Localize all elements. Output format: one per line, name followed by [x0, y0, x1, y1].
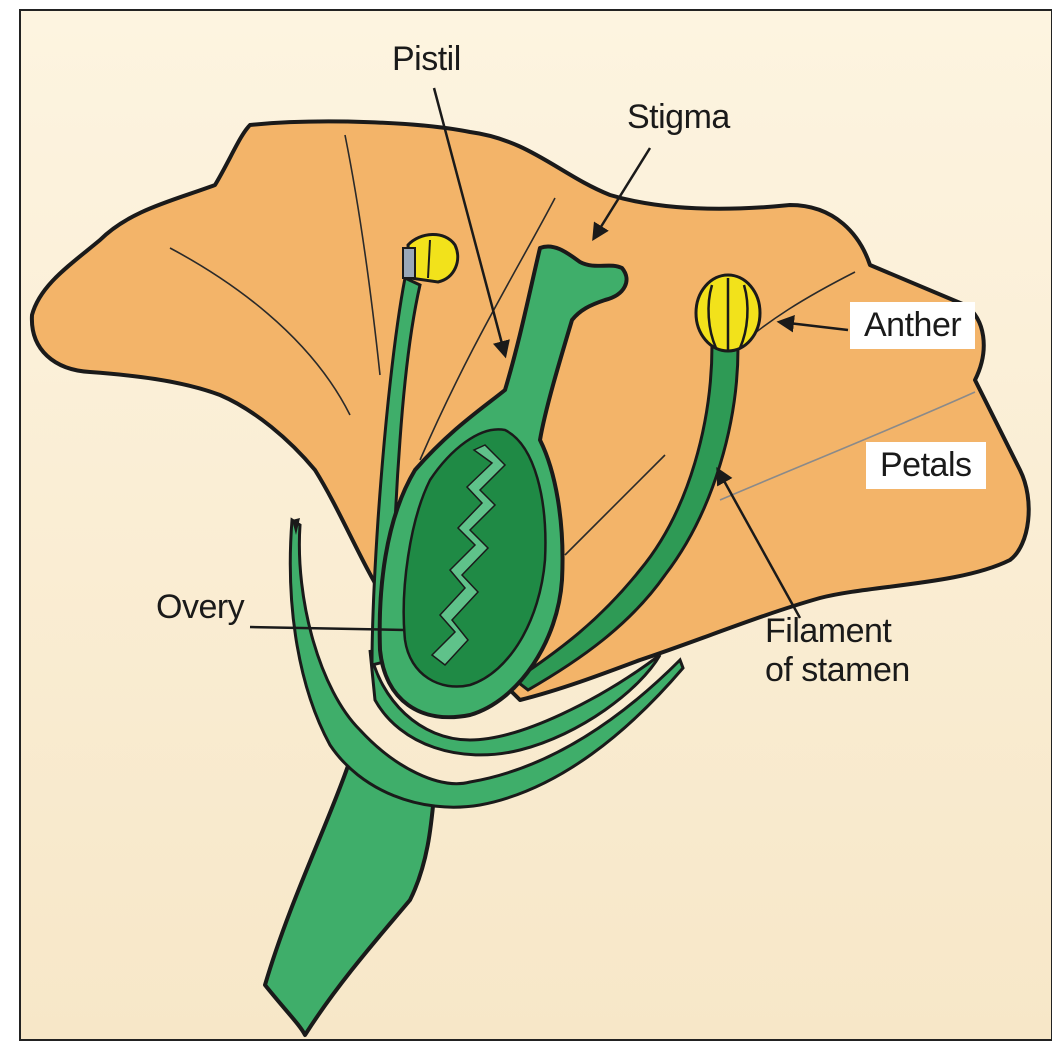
label-pistil: Pistil	[392, 40, 461, 79]
label-stigma: Stigma	[627, 98, 730, 137]
label-anther: Anther	[850, 302, 975, 349]
label-filament-line2: of stamen	[765, 651, 910, 690]
right-anther	[696, 275, 760, 351]
left-anther	[403, 234, 458, 282]
label-overy: Overy	[156, 588, 244, 627]
label-filament-line1: Filament	[765, 612, 910, 651]
label-filament-of-stamen: Filament of stamen	[765, 612, 910, 690]
label-petals: Petals	[866, 442, 986, 489]
